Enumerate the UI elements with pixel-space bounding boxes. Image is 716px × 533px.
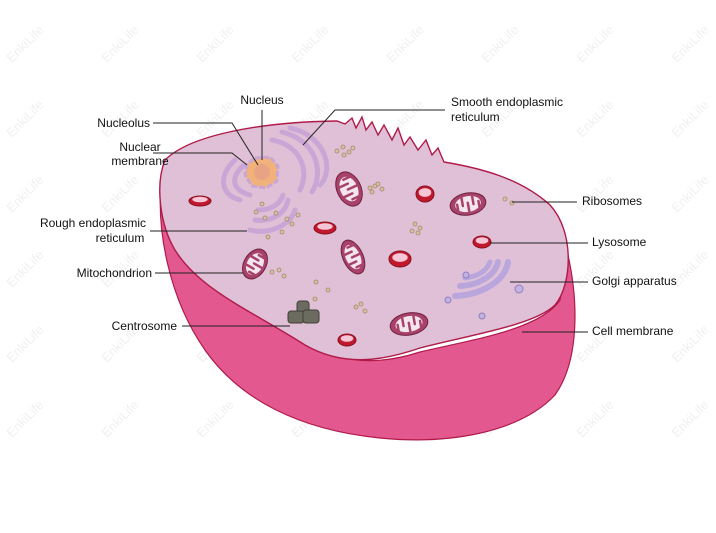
nucleolus	[254, 164, 270, 180]
smooth-endoplasmic-reticulum	[221, 125, 330, 203]
ribosome	[350, 145, 356, 151]
label-nucleolus: Nucleolus	[97, 116, 150, 130]
label-nuclear-membrane-1: Nuclear	[119, 140, 160, 154]
watermark-text: EnkiLife	[3, 97, 46, 140]
watermark-text: EnkiLife	[3, 322, 46, 365]
ribosome	[334, 148, 340, 154]
label-ribosomes: Ribosomes	[582, 194, 642, 208]
watermark-text: EnkiLife	[668, 397, 711, 440]
ribosome	[341, 152, 347, 158]
label-nucleus: Nucleus	[240, 93, 283, 107]
leader-lines	[150, 109, 588, 333]
mitochondria	[242, 171, 487, 336]
lysosome	[415, 185, 435, 203]
watermark-text: EnkiLife	[98, 172, 141, 215]
mitochondrion	[242, 248, 268, 280]
watermark-text: EnkiLife	[193, 22, 236, 65]
label-rough-er-1: Rough endoplasmic	[40, 216, 146, 230]
ribosome	[369, 189, 375, 195]
ribosome	[367, 185, 373, 191]
lysosomes	[188, 185, 492, 347]
watermark-text: EnkiLife	[573, 22, 616, 65]
ribosome	[313, 279, 319, 285]
lysosome	[188, 195, 212, 207]
ribosome	[325, 287, 331, 293]
label-centrosome: Centrosome	[112, 319, 178, 333]
ribosome	[281, 273, 287, 279]
watermark-text: EnkiLife	[288, 22, 331, 65]
ribosome	[502, 196, 508, 202]
ribosome	[269, 269, 275, 275]
golgi-apparatus	[444, 259, 524, 320]
label-golgi-apparatus: Golgi apparatus	[592, 274, 677, 288]
ribosome	[415, 230, 421, 236]
label-nuclear-membrane-2: membrane	[111, 154, 169, 168]
label-mitochondrion: Mitochondrion	[77, 266, 152, 280]
centrosome	[287, 300, 320, 324]
ribosome	[312, 296, 318, 302]
mitochondrion	[389, 312, 429, 336]
ribosome	[340, 144, 346, 150]
lysosome	[337, 333, 357, 347]
watermark-text: EnkiLife	[3, 22, 46, 65]
watermark-text: EnkiLife	[478, 22, 521, 65]
watermark-text: EnkiLife	[193, 397, 236, 440]
watermark-text: EnkiLife	[98, 397, 141, 440]
ribosome	[276, 267, 282, 273]
label-smooth-er-2: reticulum	[451, 110, 500, 124]
watermark-text: EnkiLife	[668, 172, 711, 215]
watermark-text: EnkiLife	[98, 22, 141, 65]
ribosomes	[269, 144, 515, 314]
watermark-text: EnkiLife	[573, 397, 616, 440]
watermark-text: EnkiLife	[3, 247, 46, 290]
lysosome	[472, 235, 492, 249]
lysosome	[313, 221, 337, 235]
watermark-text: EnkiLife	[573, 97, 616, 140]
watermark-text: EnkiLife	[383, 97, 426, 140]
mitochondrion	[449, 192, 487, 216]
watermark-text: EnkiLife	[383, 22, 426, 65]
label-rough-er-2: reticulum	[96, 231, 145, 245]
ribosome	[379, 186, 385, 192]
label-cell-membrane: Cell membrane	[592, 324, 674, 338]
rough-endoplasmic-reticulum	[247, 192, 301, 240]
ribosome	[358, 301, 364, 307]
watermark-text: EnkiLife	[668, 97, 711, 140]
ribosome	[346, 149, 352, 155]
ribosome	[362, 308, 368, 314]
ribosome	[417, 225, 423, 231]
ribosome	[353, 304, 359, 310]
watermark-text: EnkiLife	[3, 397, 46, 440]
ribosome	[375, 181, 381, 187]
ribosome	[409, 228, 415, 234]
watermark-text: EnkiLife	[3, 172, 46, 215]
nucleus	[243, 155, 280, 190]
label-lysosome: Lysosome	[592, 235, 647, 249]
mitochondrion	[335, 171, 363, 207]
lysosome	[388, 250, 412, 268]
watermark-text: EnkiLife	[668, 322, 711, 365]
label-smooth-er-1: Smooth endoplasmic	[451, 95, 563, 109]
ribosome	[412, 221, 418, 227]
mitochondrion	[340, 239, 366, 275]
watermark-text: EnkiLife	[668, 22, 711, 65]
